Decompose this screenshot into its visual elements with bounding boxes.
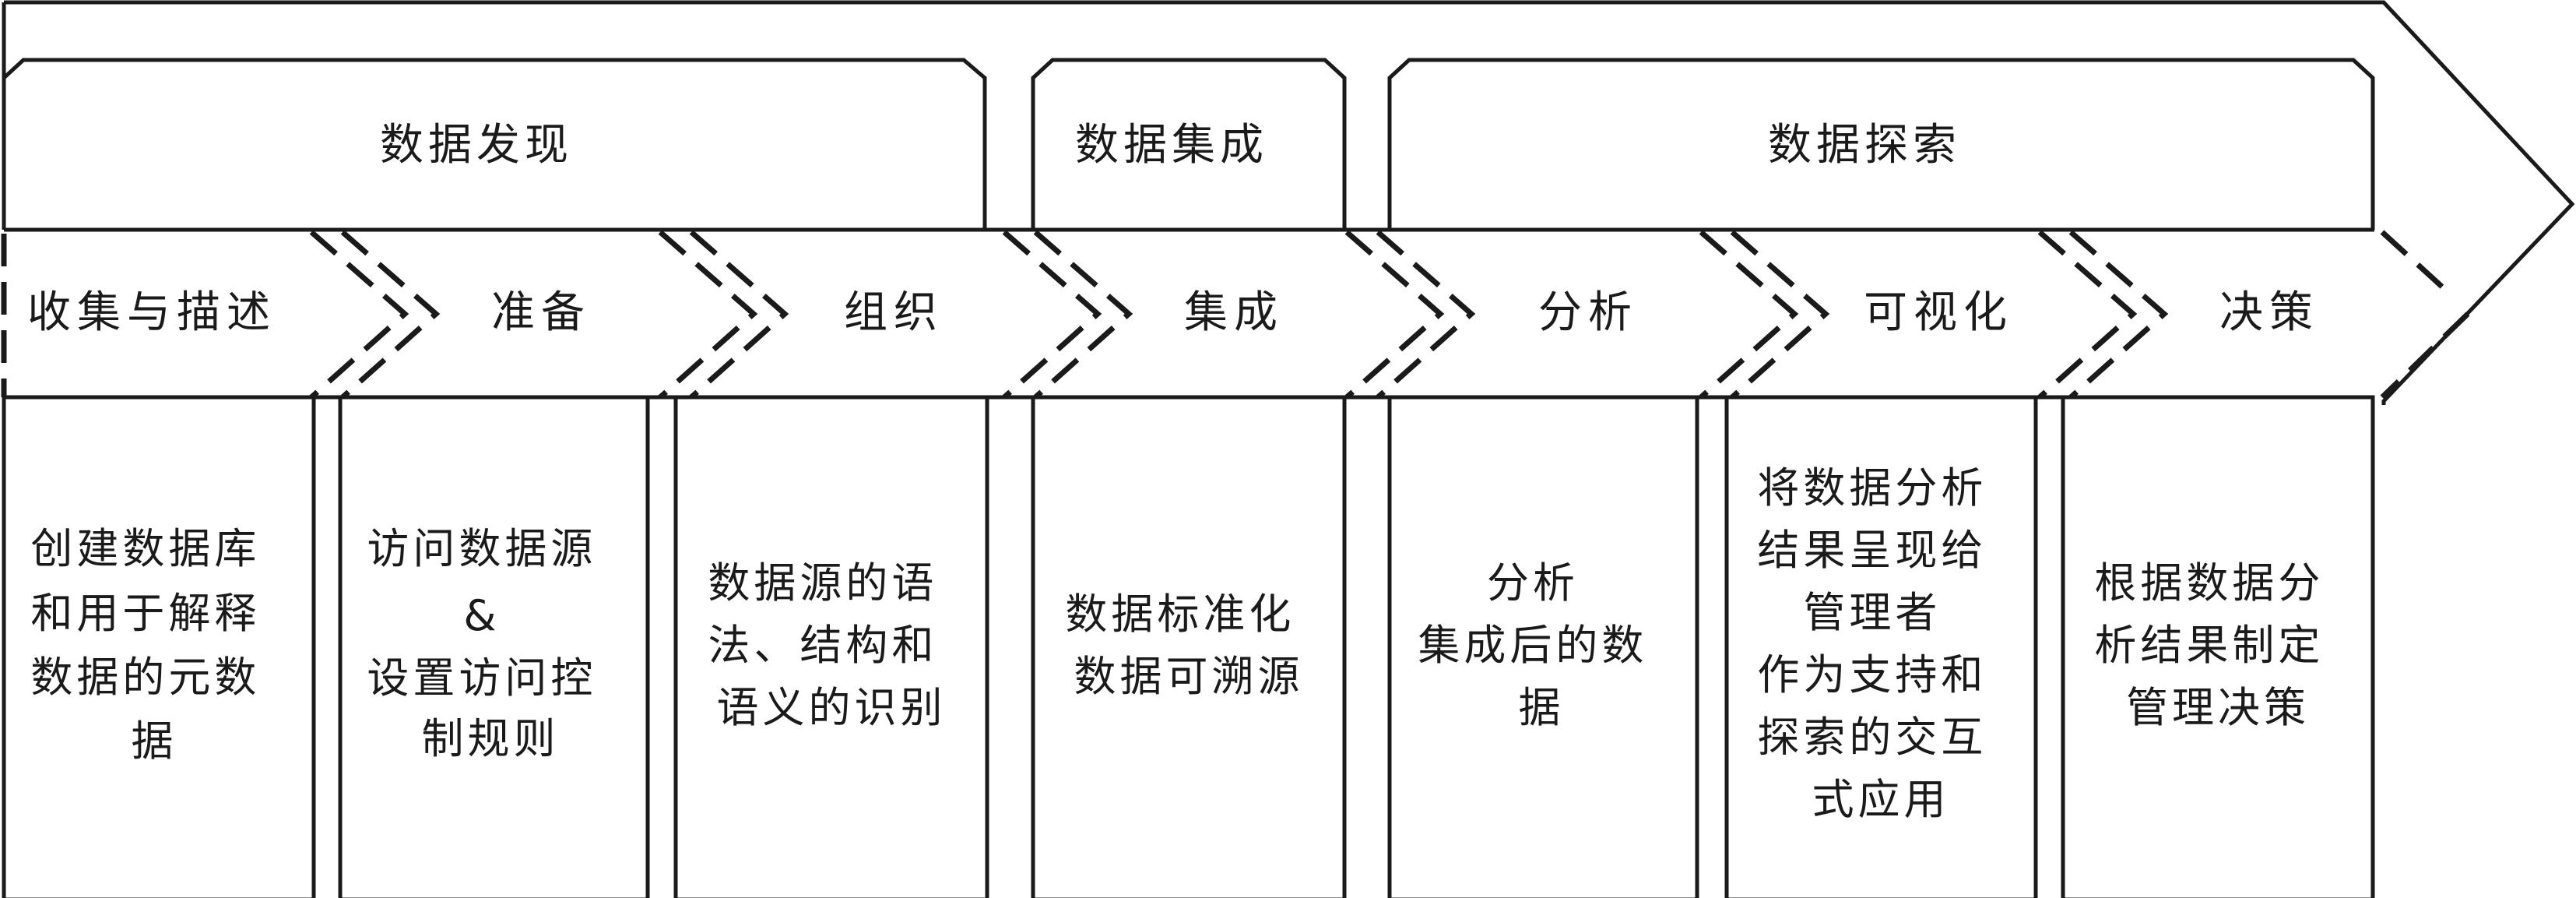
step-visualize-label: 可视化 — [1864, 287, 2013, 338]
desc-line: 将数据分析 — [1757, 463, 1987, 512]
desc-line: 分析 — [1487, 558, 1579, 607]
desc-box-organize — [673, 395, 989, 898]
desc-box-prepare — [338, 395, 650, 898]
desc-line: 根据数据分 — [2094, 558, 2324, 607]
desc-box-decide — [2061, 395, 2375, 898]
desc-organize-text: 数据源的语 法、结构和 语义的识别 — [708, 558, 954, 732]
chevron-separator-4 — [1344, 230, 1476, 400]
step-organize-label: 组织 — [844, 287, 944, 338]
desc-line: 数据的元数 — [30, 653, 260, 702]
outer-process-arrow — [4, 0, 2575, 405]
group-integration-label: 数据集成 — [1075, 120, 1268, 171]
step-prepare-label: 准备 — [491, 287, 591, 338]
desc-line: 探索的交互 — [1757, 713, 1987, 762]
chevron-separator-1 — [309, 230, 441, 400]
desc-box-visualize — [1724, 395, 2038, 898]
group-discovery-label: 数据发现 — [380, 120, 573, 171]
desc-line: 管理者 — [1803, 588, 1941, 637]
group-exploration-box: 数据探索 — [1387, 58, 2375, 230]
desc-visualize-text: 将数据分析 结果呈现给 管理者 作为支持和 探索的交互 式应用 — [1757, 463, 2004, 824]
desc-line: 数据标准化 — [1065, 590, 1295, 639]
step-collect-label: 收集与描述 — [27, 287, 276, 338]
desc-line: 式应用 — [1812, 775, 1950, 824]
desc-line: 创建数据库 — [30, 524, 260, 573]
desc-analyze-text: 分析 集成后的数 据 — [1418, 558, 1664, 732]
step-integrate-label: 集成 — [1184, 287, 1284, 338]
chevron-separator-end — [2380, 230, 2470, 400]
desc-line: 数据可溯源 — [1074, 652, 1304, 701]
desc-line: 语义的识别 — [717, 683, 947, 732]
desc-integrate-text: 数据标准化 数据可溯源 — [1065, 590, 1312, 701]
desc-box-integrate — [1031, 395, 1347, 898]
desc-box-collect — [2, 395, 316, 898]
desc-line: 访问数据源 — [367, 524, 596, 573]
desc-line: 析结果制定 — [2094, 621, 2324, 670]
desc-decide-text: 根据数据分 析结果制定 管理决策 — [2094, 558, 2341, 732]
chevron-separator-6 — [2037, 230, 2169, 400]
step-analyze-label: 分析 — [1538, 287, 1638, 338]
group-integration-box: 数据集成 — [1031, 58, 1347, 230]
desc-box-analyze — [1387, 395, 1699, 898]
desc-line: 作为支持和 — [1757, 650, 1987, 699]
desc-line: 据 — [132, 717, 177, 766]
desc-line: 法、结构和 — [708, 621, 937, 670]
desc-line: 集成后的数 — [1418, 621, 1647, 670]
group-discovery-box: 数据发现 — [2, 58, 987, 230]
desc-prepare-text: 访问数据源 & 设置访问控 制规则 — [367, 524, 613, 763]
group-exploration-label: 数据探索 — [1768, 120, 1961, 171]
desc-line: 结果呈现给 — [1757, 526, 1987, 575]
desc-collect-text: 创建数据库 和用于解释 数据的元数 据 — [30, 524, 277, 766]
desc-line: & — [463, 591, 500, 640]
chevron-separator-3 — [1002, 230, 1133, 400]
desc-line: 管理决策 — [2126, 683, 2310, 732]
desc-line: 制规则 — [422, 714, 560, 763]
desc-line: 数据源的语 — [708, 558, 937, 607]
chevron-separator-2 — [658, 230, 789, 400]
step-decide-label: 决策 — [2219, 287, 2319, 338]
desc-line: 据 — [1519, 683, 1565, 732]
desc-line: 设置访问控 — [367, 653, 596, 703]
desc-line: 和用于解释 — [30, 589, 260, 638]
chevron-separator-5 — [1699, 230, 1830, 400]
